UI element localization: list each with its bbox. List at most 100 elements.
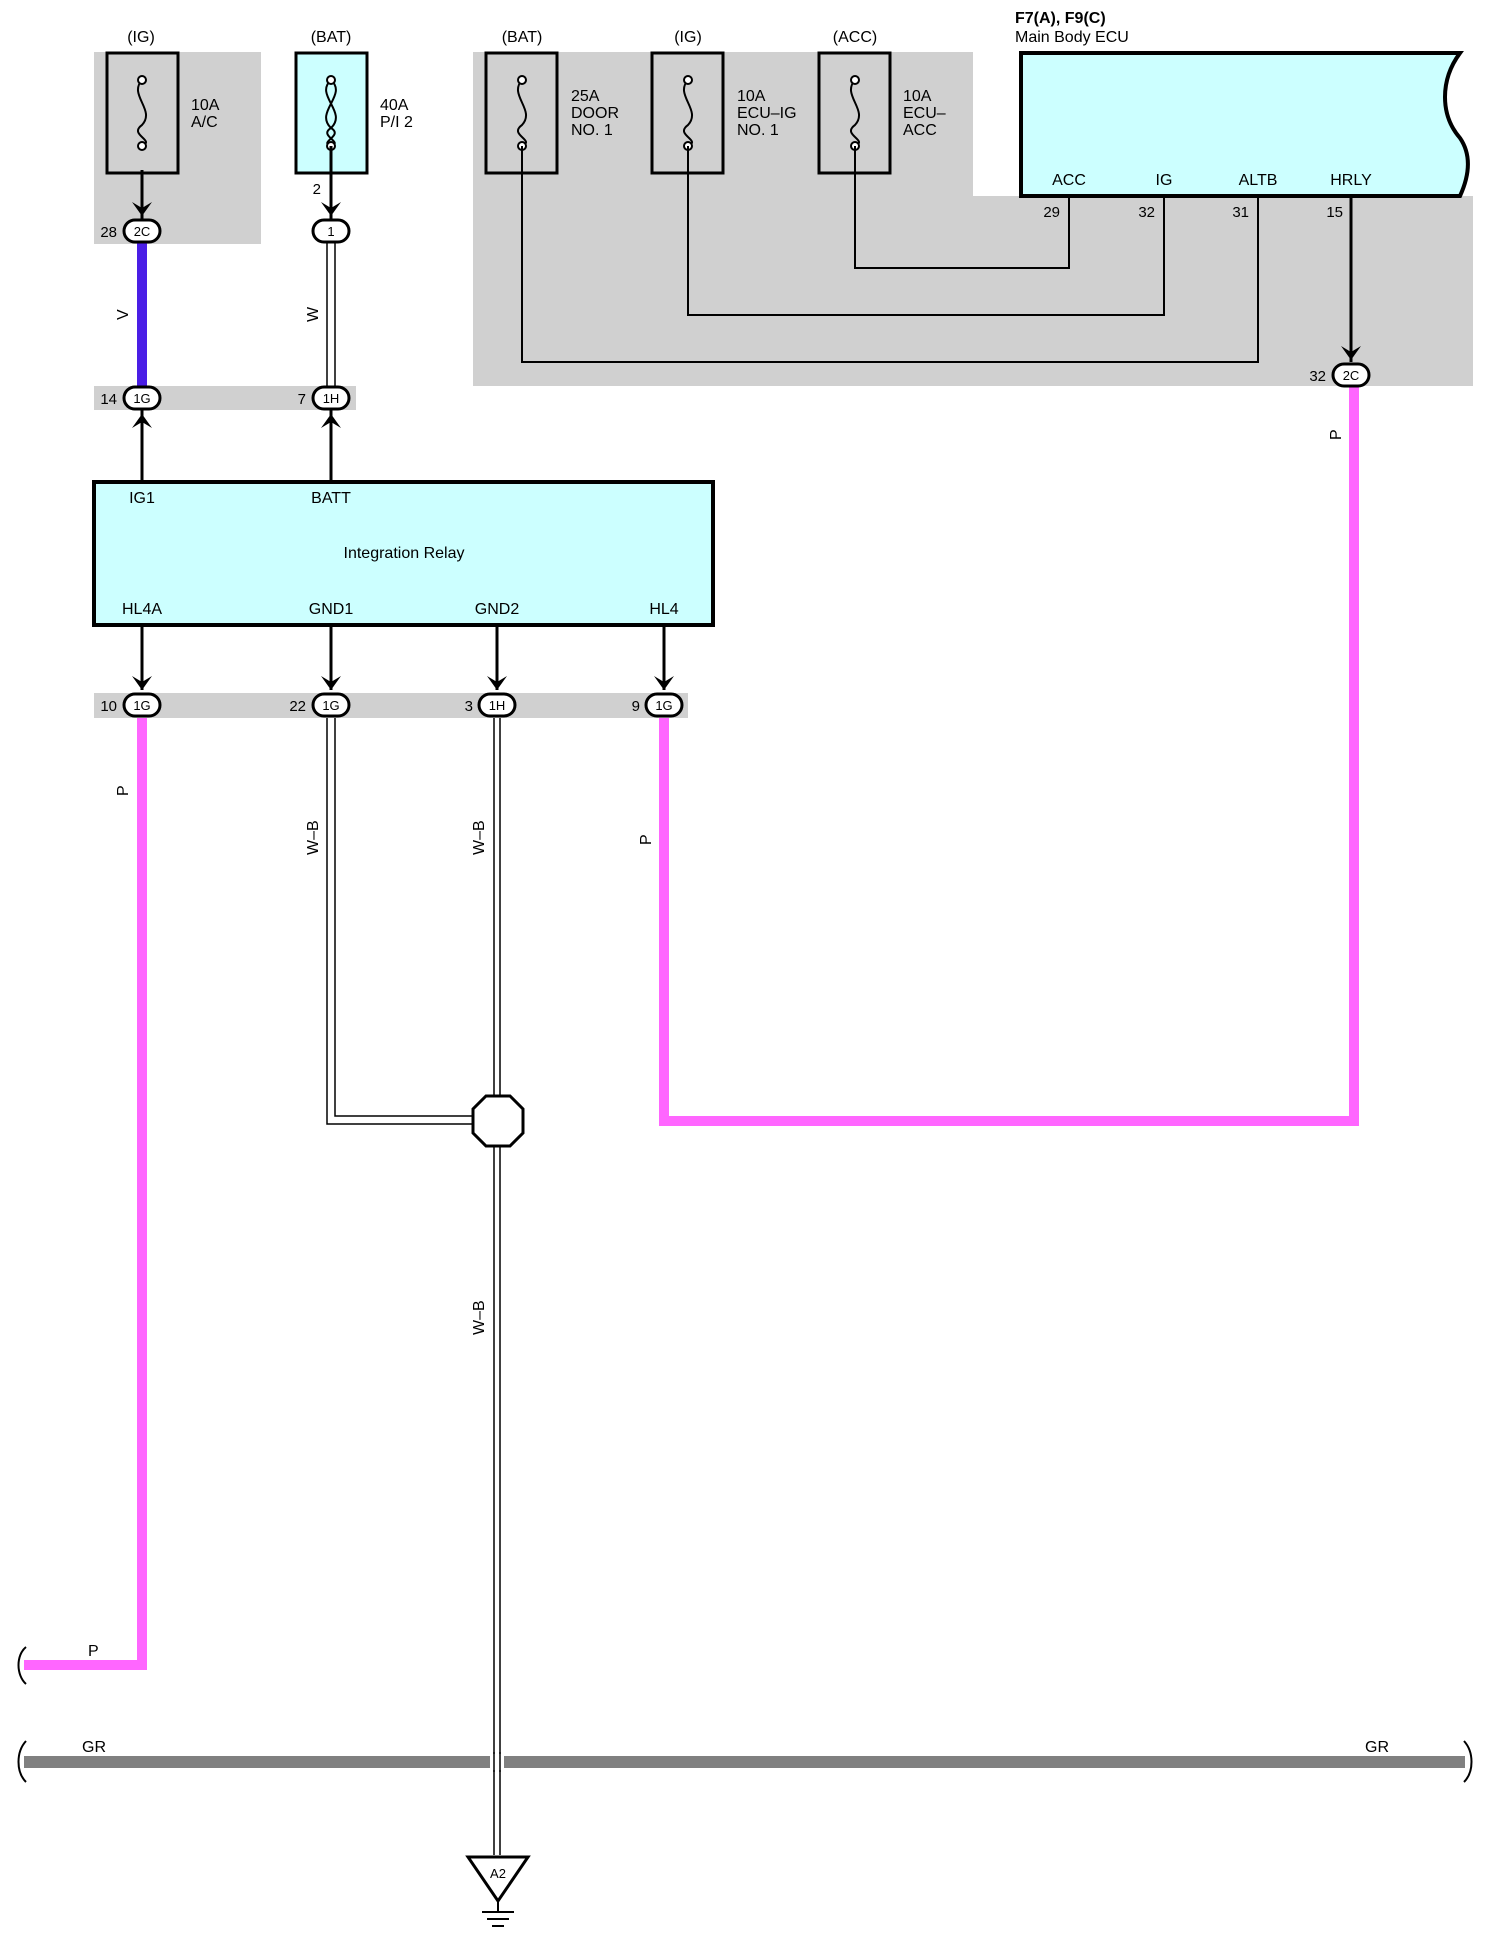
fuse-element-icon — [516, 79, 528, 147]
wire-color-labels: V W P P W–B W–B P W–B P GR GR — [82, 306, 1389, 1756]
fuse-source-label: (ACC) — [833, 29, 877, 46]
connector-7-1h: 7 1H — [298, 385, 351, 411]
fuse-element-icon — [849, 79, 861, 147]
break-mark-icon — [1463, 1740, 1473, 1783]
fuse-source-label: (BAT) — [311, 29, 352, 46]
relay-pin-hl4a: HL4A — [122, 601, 162, 618]
wire-label-p-bottom: P — [88, 1643, 99, 1660]
wire-label-gr-left: GR — [82, 1739, 106, 1756]
wire-label-p-hl4: P — [638, 834, 655, 845]
ecu-supply-wires — [521, 146, 1259, 363]
ecu-pin-number-acc: 29 — [1043, 204, 1060, 221]
relay-pin-gnd1: GND1 — [309, 601, 354, 618]
ecu-name: Main Body ECU — [1015, 29, 1129, 46]
wire-white-black-gnd1 — [326, 718, 478, 1125]
connector-code: 2C — [1343, 368, 1360, 383]
relay-pin-batt: BATT — [311, 490, 351, 507]
ecu-pin-number-altb: 31 — [1232, 204, 1249, 221]
connector-28-2c: 28 2C — [100, 218, 162, 244]
connector-pin: 10 — [100, 698, 117, 715]
ecu-pin-label-altb: ALTB — [1239, 172, 1278, 189]
connector-pin: 28 — [100, 224, 117, 241]
connector-pin: 14 — [100, 391, 117, 408]
arrow-down-icon — [132, 676, 152, 690]
fuse-name: P/I 2 — [380, 114, 413, 131]
wire-label-p-hrly: P — [1328, 429, 1345, 440]
ecu-pin-number-ig: 32 — [1138, 204, 1155, 221]
connector-3-1h: 3 1H — [465, 692, 517, 718]
main-body-ecu: F7(A), F9(C) Main Body ECU ACC IG ALTB H… — [1015, 10, 1470, 221]
fuse-rating: 25A — [571, 88, 600, 105]
connector-9-1g: 9 1G — [632, 692, 684, 718]
terminal-arrows — [132, 202, 1361, 690]
connector-pin: 22 — [289, 698, 306, 715]
fuse-name: ECU–IG — [737, 105, 797, 122]
connector-code: 1H — [489, 698, 506, 713]
fuse-name-2: NO. 1 — [737, 122, 779, 139]
wires — [24, 146, 1465, 1855]
fuse-element-icon — [682, 79, 694, 147]
fuse-rating: 10A — [191, 97, 220, 114]
connector-pin: 2 — [313, 181, 321, 198]
arrow-down-icon — [1341, 346, 1361, 360]
connector-pin: 32 — [1309, 368, 1326, 385]
wire-label-gr-right: GR — [1365, 1739, 1389, 1756]
connector-pin: 7 — [298, 391, 306, 408]
connector-code: 1G — [133, 391, 150, 406]
ecu-code: F7(A), F9(C) — [1015, 10, 1106, 27]
arrow-down-icon — [654, 676, 674, 690]
fuse-name: DOOR — [571, 105, 619, 122]
wire-label-v: V — [115, 309, 132, 320]
connector-22-1g: 22 1G — [289, 692, 351, 718]
connector-code: 1H — [323, 391, 340, 406]
fuse-rating: 10A — [903, 88, 932, 105]
arrow-down-icon — [321, 676, 341, 690]
connector-code: 1G — [322, 698, 339, 713]
fuse-name-2: ACC — [903, 122, 937, 139]
ecu-pin-number-hrly: 15 — [1326, 204, 1343, 221]
fuse-body — [105, 51, 180, 175]
wire-label-wb-gnd1: W–B — [305, 820, 322, 855]
arrow-up-icon — [321, 414, 341, 428]
integration-relay: IG1 BATT Integration Relay HL4A GND1 GND… — [92, 480, 715, 627]
connectors: 28 2C 2 1 14 1G 7 1H 32 2C 10 1G — [100, 181, 1371, 718]
wire-pink-hl4 — [659, 386, 1359, 1126]
wire-door-to-altb — [521, 146, 1259, 363]
connector-10-1g: 10 1G — [100, 692, 162, 718]
ground-code: A2 — [490, 1866, 506, 1881]
wire-label-w: W — [305, 306, 322, 322]
wire-white — [326, 242, 336, 387]
break-mark-icon — [17, 1740, 27, 1783]
wire-pink-hl4a — [24, 718, 147, 1670]
fuse-ac: (IG) 10A A/C — [105, 29, 220, 175]
fuse-name-2: NO. 1 — [571, 122, 613, 139]
arrow-down-icon — [132, 202, 152, 216]
fuse-source-label: (IG) — [674, 29, 702, 46]
relay-box — [92, 480, 715, 627]
connector-32-2c: 32 2C — [1309, 362, 1371, 388]
ecu-pin-label-acc: ACC — [1052, 172, 1086, 189]
wire-ecu-acc-to-acc — [854, 146, 1070, 269]
fuse-pi2: (BAT) 40A P/I 2 — [294, 29, 413, 175]
break-mark-icon — [17, 1646, 27, 1685]
shade-connector-row-bottom — [94, 693, 688, 718]
ecu-pin-label-ig: IG — [1156, 172, 1173, 189]
relay-pin-ig1: IG1 — [129, 490, 155, 507]
wire-white-black-gnd2 — [493, 718, 501, 1855]
break-marks — [17, 1646, 1473, 1783]
connector-code: 1G — [655, 698, 672, 713]
fuse-source-label: (IG) — [127, 29, 155, 46]
arrow-down-icon — [321, 202, 341, 216]
wire-label-wb-ground: W–B — [471, 1300, 488, 1335]
fuse-name: ECU– — [903, 105, 946, 122]
ground-a2: A2 — [465, 1855, 531, 1927]
arrow-down-icon — [487, 676, 507, 690]
ecu-pin-label-hrly: HRLY — [1330, 172, 1372, 189]
ecu-box — [1019, 51, 1470, 198]
connector-pin: 3 — [465, 698, 473, 715]
wire-label-wb-gnd2: W–B — [471, 820, 488, 855]
relay-pin-hl4: HL4 — [649, 601, 678, 618]
fuse-ecu-acc: (ACC) 10A ECU– ACC — [817, 29, 946, 175]
wire-ecu-ig-to-ig — [687, 146, 1165, 316]
